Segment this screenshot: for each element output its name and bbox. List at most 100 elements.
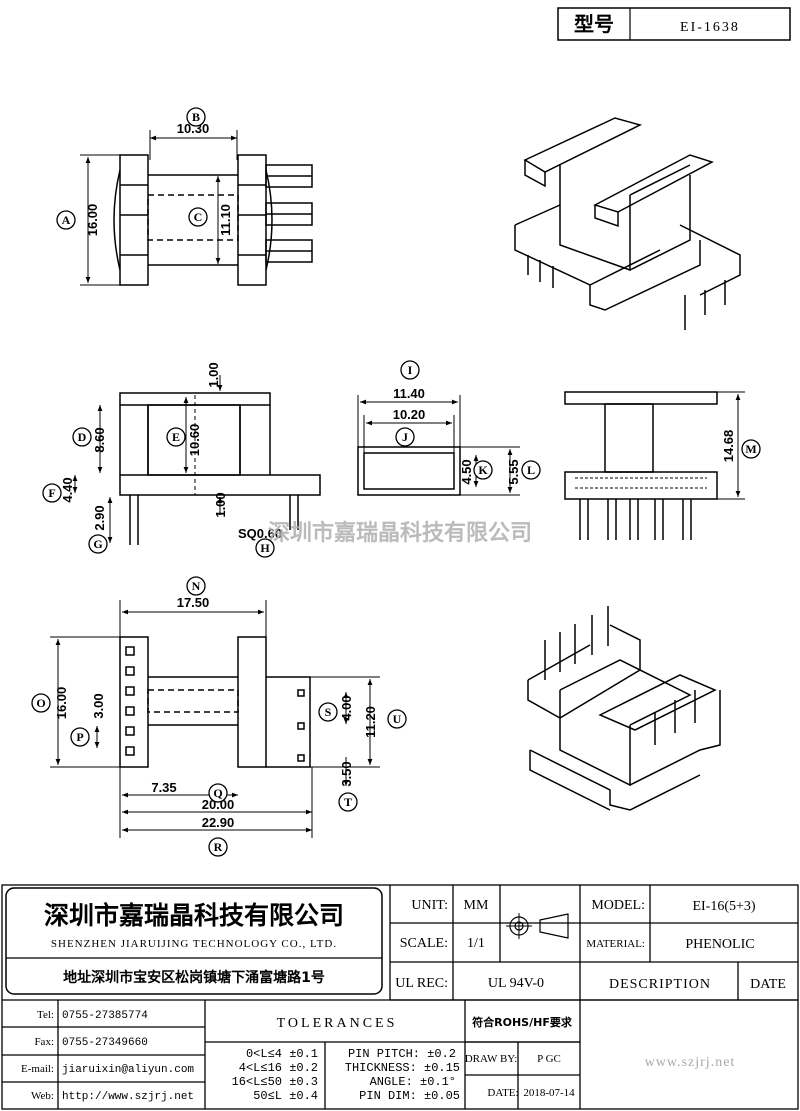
material-value: PHENOLIC	[685, 937, 754, 952]
dim-S: 4.00	[339, 695, 354, 720]
dim-C: 11.10	[218, 204, 233, 236]
section-view	[357, 446, 461, 496]
label-q: Q	[208, 783, 228, 803]
label-l: L	[521, 460, 541, 480]
label-j: J	[395, 427, 415, 447]
description-label: DESCRIPTION	[609, 977, 711, 992]
website-large: www.szjrj.net	[645, 1055, 736, 1070]
company-cn: 深圳市嘉瑞晶科技有限公司	[44, 901, 344, 930]
label-g-text: G	[93, 537, 102, 551]
date-header: DATE	[750, 977, 786, 992]
part-number: EI-1638	[680, 20, 740, 35]
label-b: B	[186, 107, 206, 127]
dim-F: 4.40	[60, 477, 75, 502]
label-j-text: J	[402, 430, 408, 444]
tolerances-label: TOLERANCES	[277, 1016, 398, 1031]
unit-value: MM	[464, 898, 489, 913]
scale-label: SCALE:	[400, 936, 448, 951]
dim-H: SQ0.60	[238, 526, 282, 541]
label-s: S	[318, 702, 338, 722]
label-k: K	[473, 460, 493, 480]
label-t: T	[338, 792, 358, 812]
drawby-label: DRAW BY:	[465, 1053, 518, 1065]
dim-P: 3.00	[91, 693, 106, 718]
label-d-text: D	[78, 430, 87, 444]
drawby-value: P GC	[537, 1053, 561, 1065]
label-u: U	[387, 709, 407, 729]
label-i-text: I	[408, 363, 413, 377]
top-view	[113, 154, 313, 286]
label-o-text: O	[36, 696, 45, 710]
front-view-dims	[72, 375, 223, 543]
company-address: 地址深圳市宝安区松岗镇塘下涌富塘路1号	[63, 969, 325, 986]
bottom-view-dims	[50, 600, 380, 838]
dim-R: 22.90	[202, 815, 235, 830]
label-i: I	[400, 360, 420, 380]
tel-value: 0755-27385774	[62, 1010, 148, 1022]
dim-E: 10.60	[187, 424, 202, 457]
dim-N: 17.50	[177, 595, 210, 610]
label-a: A	[56, 210, 76, 230]
label-m-text: M	[745, 442, 756, 456]
tol-right-1: PIN PITCH: ±0.2	[348, 1047, 456, 1061]
label-u-text: U	[393, 712, 402, 726]
web-value: http://www.szjrj.net	[62, 1091, 194, 1103]
label-p-text: P	[76, 730, 83, 744]
email-label: E-mail:	[21, 1063, 54, 1075]
dim-I: 11.40	[393, 386, 425, 401]
dim-L: 5.55	[506, 459, 521, 484]
label-p: P	[70, 727, 90, 747]
bottom-view	[119, 636, 311, 768]
label-d: D	[72, 427, 92, 447]
dim-A: 16.00	[85, 204, 100, 237]
dim-G: 2.90	[92, 505, 107, 530]
label-e-text: E	[172, 430, 180, 444]
dim-top-gap: 1.00	[206, 362, 221, 387]
date-value: 2018-07-14	[523, 1087, 575, 1099]
tol-row-2: 4<L≤16 ±0.2	[239, 1061, 318, 1075]
dim-T: 3.50	[339, 761, 354, 786]
email-value: jiaruixin@aliyun.com	[62, 1064, 194, 1076]
watermark: 深圳市嘉瑞晶科技有限公司	[268, 520, 532, 546]
top-view-dims	[80, 130, 238, 286]
unit-label: UNIT:	[411, 898, 448, 913]
dim-Q-left: 7.35	[151, 780, 176, 795]
dim-K: 4.50	[459, 459, 474, 484]
dim-D: 8.60	[92, 427, 107, 452]
label-h-text: H	[260, 541, 270, 555]
tol-row-3: 16<L≤50 ±0.3	[232, 1075, 318, 1089]
label-k-text: K	[478, 463, 488, 477]
tol-right-2: THICKNESS: ±0.15	[345, 1061, 460, 1075]
rohs-note: 符合ROHS/HF要求	[472, 1015, 573, 1029]
tol-right-3: ANGLE: ±0.1°	[370, 1075, 456, 1089]
model-value: EI-16(5+3)	[692, 899, 755, 914]
material-label: MATERIAL:	[586, 938, 645, 950]
label-circles: A B C D E F G H I J K L M N O P Q R S T U	[31, 107, 761, 857]
tol-row-1: 0<L≤4 ±0.1	[246, 1047, 318, 1061]
dim-M: 14.68	[721, 430, 736, 463]
label-c: C	[188, 207, 208, 227]
dim-O: 16.00	[54, 687, 69, 720]
label-r: R	[208, 837, 228, 857]
label-g: G	[88, 534, 108, 554]
title-block	[1, 884, 799, 1110]
web-label: Web:	[31, 1090, 54, 1102]
scale-value: 1/1	[467, 936, 485, 951]
front-view	[119, 392, 321, 545]
label-f: F	[42, 483, 62, 503]
label-o: O	[31, 693, 51, 713]
label-l-text: L	[527, 463, 535, 477]
tel-label: Tel:	[37, 1009, 54, 1021]
fax-value: 0755-27349660	[62, 1037, 148, 1049]
label-m: M	[741, 439, 761, 459]
label-c-text: C	[194, 210, 203, 224]
label-q-text: Q	[213, 786, 222, 800]
date-label: DATE:	[487, 1087, 518, 1099]
dim-bottom-gap: 1.00	[213, 492, 228, 517]
ulrec-label: UL REC:	[395, 976, 448, 991]
label-n-text: N	[192, 579, 201, 593]
iso-view-bottom	[527, 606, 721, 811]
iso-view-top	[514, 117, 741, 330]
tol-right-4: PIN DIM: ±0.05	[359, 1089, 460, 1103]
